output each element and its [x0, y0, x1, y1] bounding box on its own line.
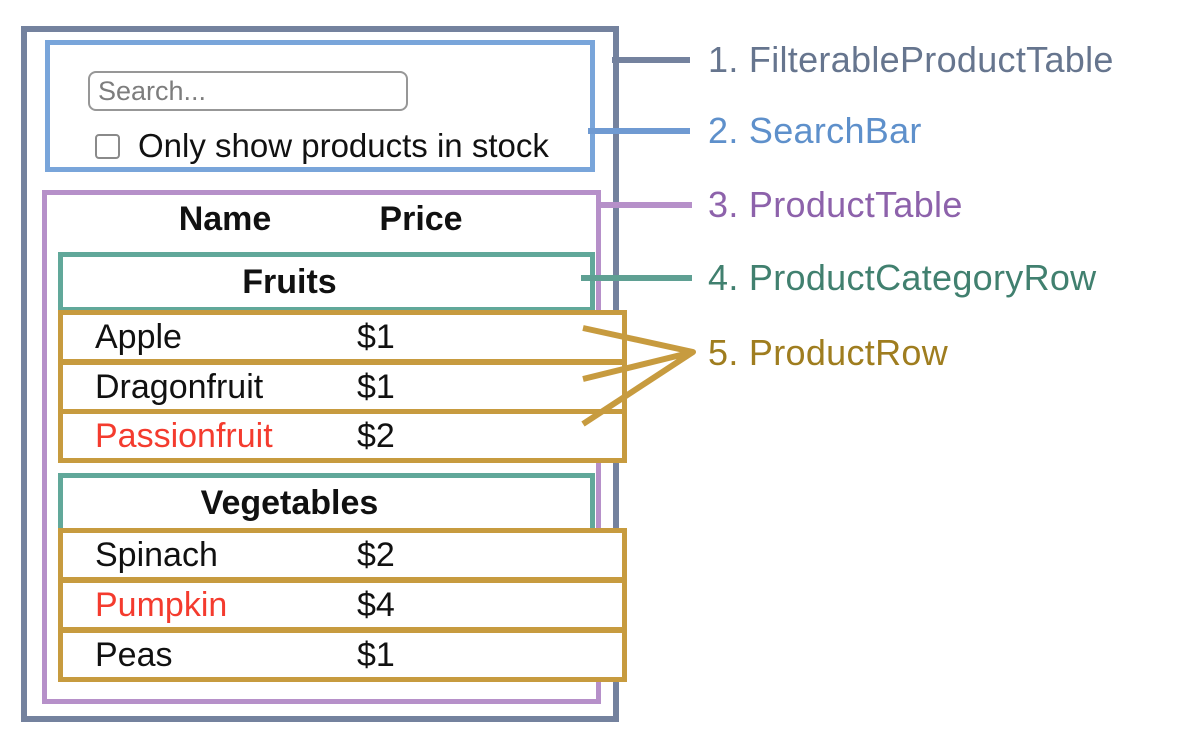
filterable-product-table-box: Only show products in stock Name Price F…: [21, 26, 627, 722]
checkbox-label: Only show products in stock: [138, 127, 549, 164]
annotation-filterable-product-table: 1. FilterableProductTable: [708, 39, 1114, 80]
product-name-out-of-stock: Pumpkin: [95, 585, 228, 624]
product-name: Apple: [95, 317, 182, 356]
product-price: $4: [357, 585, 395, 624]
product-table-box: Name Price Fruits Apple $1 Dragonfruit $…: [42, 190, 627, 704]
product-price: $2: [357, 535, 395, 574]
product-price: $1: [357, 635, 395, 674]
product-price: $1: [357, 317, 395, 356]
product-name-out-of-stock: Passionfruit: [95, 416, 273, 455]
product-row-dragonfruit: Dragonfruit $1: [58, 360, 627, 414]
category-label: Fruits: [242, 262, 337, 301]
in-stock-filter-row: Only show products in stock: [95, 127, 549, 164]
name-column-header: Name: [178, 199, 272, 238]
search-input[interactable]: [88, 71, 408, 111]
annotation-product-category-row: 4. ProductCategoryRow: [708, 257, 1097, 298]
product-row-peas: Peas $1: [58, 628, 627, 682]
annotation-product-table: 3. ProductTable: [708, 184, 963, 225]
product-category-row-fruits: Fruits: [58, 252, 595, 312]
annotation-product-row: 5. ProductRow: [708, 332, 949, 373]
annotation-search-bar: 2. SearchBar: [708, 110, 922, 151]
product-row-pumpkin: Pumpkin $4: [58, 578, 627, 632]
search-bar-box: Only show products in stock: [45, 40, 595, 172]
product-row-apple: Apple $1: [58, 310, 627, 364]
product-price: $2: [357, 416, 395, 455]
product-row-passionfruit: Passionfruit $2: [58, 409, 627, 463]
category-label: Vegetables: [200, 483, 379, 522]
product-row-spinach: Spinach $2: [58, 528, 627, 582]
product-name: Dragonfruit: [95, 367, 264, 406]
in-stock-checkbox[interactable]: [95, 133, 120, 159]
product-name: Spinach: [95, 535, 218, 574]
product-category-row-vegetables: Vegetables: [58, 473, 595, 533]
product-price: $1: [357, 367, 395, 406]
product-name: Peas: [95, 635, 173, 674]
price-column-header: Price: [379, 199, 463, 238]
